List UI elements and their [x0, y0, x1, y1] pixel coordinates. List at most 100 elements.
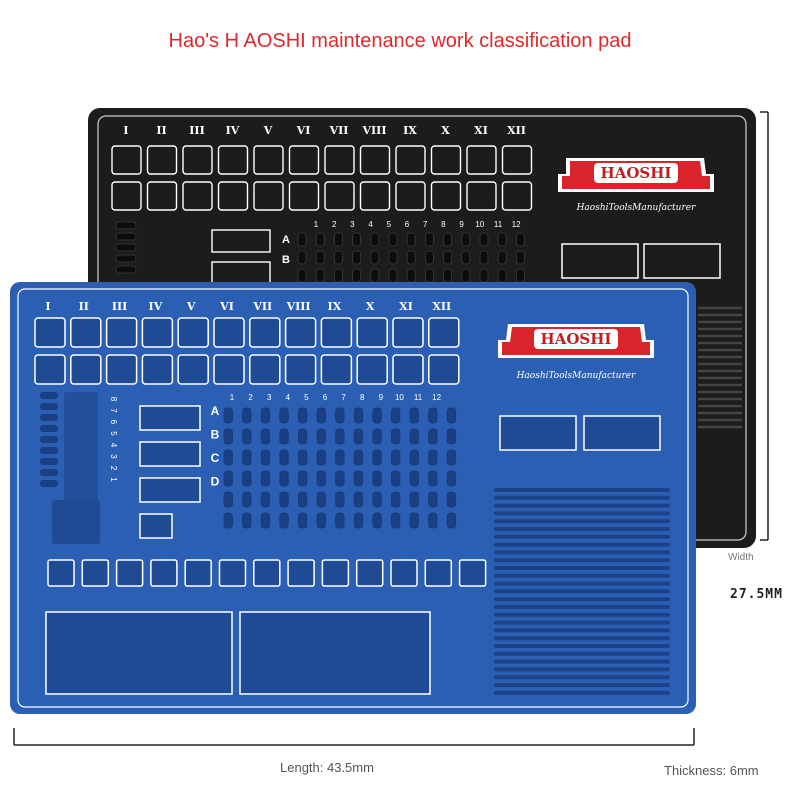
blue-side-number: 5 — [109, 431, 118, 436]
black-logo-tagline: HaoshiToolsManufacturer — [576, 203, 697, 213]
blue-roman-numeral: IV — [149, 300, 163, 313]
blue-hole — [446, 428, 457, 445]
blue-roman-numeral: XI — [399, 300, 413, 313]
blue-hole — [390, 470, 401, 487]
blue-bottom-compartment — [115, 559, 144, 587]
blue-hole — [242, 512, 252, 529]
blue-hole — [372, 491, 382, 508]
length-label: Length: 43.5mm — [280, 760, 374, 775]
blue-compartment — [34, 354, 66, 385]
blue-hole — [409, 449, 419, 466]
black-hole — [297, 250, 307, 265]
blue-hole — [223, 470, 233, 487]
black-hole — [443, 250, 453, 265]
black-column-number: 11 — [494, 220, 503, 229]
blue-hole — [297, 407, 308, 424]
black-compartment — [288, 181, 320, 211]
width-dimension-line — [760, 111, 769, 541]
blue-bottom-compartment — [253, 559, 281, 587]
blue-compartment — [70, 354, 102, 385]
black-roman-numeral: II — [156, 124, 166, 137]
black-box — [211, 229, 271, 253]
black-hole — [443, 232, 453, 247]
black-hole — [461, 232, 471, 247]
black-hole — [297, 268, 307, 283]
blue-hole — [260, 470, 271, 487]
blue-row-letter: D — [211, 475, 220, 489]
blue-hole — [372, 428, 382, 445]
blue-column-number: 6 — [323, 393, 328, 402]
blue-bottom-compartment — [184, 559, 212, 587]
blue-side-number: 2 — [109, 466, 118, 471]
blue-roman-numeral: X — [366, 300, 375, 313]
blue-box — [139, 405, 201, 431]
blue-stripe — [494, 488, 670, 492]
blue-column-number: 11 — [414, 393, 423, 402]
blue-stripe — [494, 550, 670, 555]
black-roman-numeral: III — [189, 124, 204, 137]
blue-column-number: 4 — [286, 393, 291, 402]
blue-column-number: 1 — [230, 393, 235, 402]
blue-hole — [428, 491, 438, 508]
blue-stripe — [494, 519, 670, 524]
black-compartment — [217, 145, 249, 175]
black-row-letter: A — [282, 234, 290, 246]
blue-stripe — [494, 628, 670, 633]
black-roman-numeral: I — [123, 124, 128, 137]
blue-hole — [316, 470, 326, 487]
width-value: 27.5MM — [730, 587, 783, 602]
black-hole — [388, 268, 398, 283]
blue-hole — [409, 407, 419, 424]
blue-ruler-block — [64, 392, 98, 504]
black-compartment — [146, 145, 178, 175]
blue-stripe — [494, 589, 670, 594]
blue-stripe — [494, 605, 670, 609]
black-left-slot — [115, 254, 137, 263]
blue-bottom-compartment — [150, 559, 178, 587]
blue-column-number: 7 — [341, 393, 346, 402]
thickness-label: Thickness: 6mm — [664, 763, 759, 778]
blue-box — [139, 441, 201, 467]
blue-hole — [372, 407, 382, 424]
blue-side-number: 1 — [109, 477, 118, 482]
blue-left-slot — [40, 425, 58, 432]
blue-hole — [409, 428, 419, 445]
black-hole — [370, 232, 380, 247]
blue-cells — [34, 317, 460, 529]
black-left-slot — [115, 243, 137, 252]
blue-hole — [335, 491, 345, 508]
black-compartment — [111, 145, 142, 175]
blue-hole — [316, 407, 326, 424]
blue-hole — [409, 512, 419, 529]
blue-compartment — [177, 354, 209, 385]
black-hole — [315, 268, 325, 283]
black-hole — [333, 250, 343, 265]
blue-compartment — [105, 317, 138, 348]
black-hole — [443, 268, 453, 283]
blue-compartment — [392, 317, 424, 348]
blue-compartment — [177, 317, 209, 348]
blue-compartment — [392, 354, 424, 385]
black-compartment — [359, 181, 391, 211]
blue-stripe — [494, 659, 670, 664]
black-hole — [315, 250, 325, 265]
blue-compartment — [105, 354, 138, 385]
blue-hole — [446, 512, 457, 529]
blue-compartment — [356, 317, 388, 348]
blue-side-number: 3 — [109, 454, 118, 459]
blue-hole — [335, 407, 345, 424]
black-roman-numeral: IV — [226, 124, 240, 137]
blue-hole — [390, 512, 401, 529]
blue-hole — [353, 512, 364, 529]
black-compartment — [395, 145, 426, 175]
width-label: Width — [728, 552, 754, 563]
blue-left-slot — [40, 469, 58, 476]
blue-hole — [297, 512, 308, 529]
blue-bottom-compartment — [81, 559, 110, 587]
blue-hole — [390, 428, 401, 445]
black-right-slots — [698, 306, 742, 429]
blue-hole — [279, 512, 289, 529]
